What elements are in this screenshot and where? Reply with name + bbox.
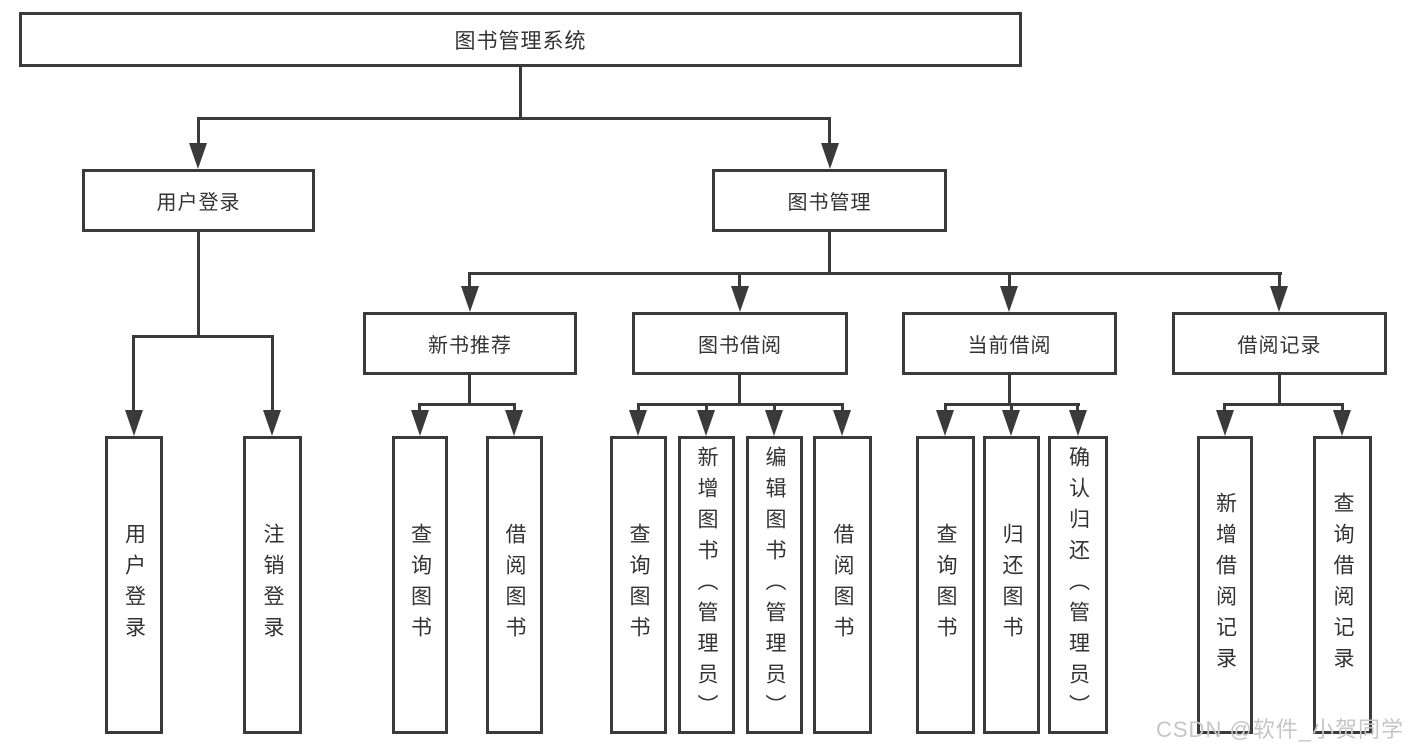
leaf-label: 查询图书 (934, 523, 957, 647)
connector-new-books-bus (418, 403, 516, 406)
connector-drop (1341, 403, 1344, 415)
leaf-user-login: 用户登录 (105, 436, 163, 734)
leaf-confirm-return-admin: 确认归还（管理员） (1048, 436, 1108, 734)
arrowhead-leaf (1216, 410, 1234, 436)
arrowhead-leaf-login (125, 410, 143, 436)
leaf-query-books-2: 查询图书 (610, 436, 667, 734)
leaf-label: 用户登录 (122, 523, 146, 647)
leaf-add-books-admin: 新增图书（管理员） (678, 436, 735, 734)
node-borrow-records-label: 借阅记录 (1237, 335, 1322, 357)
node-current-borrow: 当前借阅 (902, 312, 1117, 375)
csdn-watermark: CSDN @软件_小贺同学 (1156, 717, 1405, 742)
connector-drop (1223, 403, 1226, 415)
node-book-borrow: 图书借阅 (632, 312, 848, 375)
leaf-label: 借阅图书 (503, 523, 526, 647)
leaf-edit-books-admin: 编辑图书（管理员） (746, 436, 803, 734)
leaf-borrow-books-2: 借阅图书 (813, 436, 872, 734)
arrowhead-book-mgmt (821, 143, 839, 169)
node-book-borrow-label: 图书借阅 (698, 335, 782, 357)
connector-borrow-records-stem (1278, 375, 1281, 406)
connector-book-borrow-stem (738, 375, 741, 406)
leaf-label: 注销登录 (261, 523, 284, 647)
arrowhead-leaf (1069, 410, 1087, 436)
connector-drop-user-login (197, 117, 200, 147)
arrowhead-user-login (189, 143, 207, 169)
connector-root-bus (197, 117, 831, 120)
leaf-query-books-3: 查询图书 (916, 436, 975, 734)
arrowhead-new-books (461, 286, 479, 312)
connector-borrow-records-bus (1223, 403, 1344, 406)
connector-book-mgmt-stem (828, 232, 831, 274)
connector-current-borrow-stem (1008, 375, 1011, 406)
leaf-label: 查询借阅记录 (1331, 492, 1354, 678)
arrowhead-leaf (697, 410, 715, 436)
node-new-books: 新书推荐 (363, 312, 577, 375)
node-new-books-label: 新书推荐 (428, 335, 512, 357)
leaf-label: 确认归还（管理员） (1066, 445, 1090, 725)
node-borrow-records: 借阅记录 (1172, 312, 1387, 375)
arrowhead-leaf (833, 410, 851, 436)
leaf-query-books-1: 查询图书 (392, 436, 448, 734)
connector-drop-borrow-records (1278, 272, 1281, 288)
connector-drop (773, 403, 776, 415)
leaf-label: 新增图书（管理员） (695, 445, 718, 725)
leaf-label: 借阅图书 (831, 523, 854, 647)
connector-drop-leaf-login (132, 335, 135, 414)
arrowhead-leaf (505, 410, 523, 436)
arrowhead-current-borrow (1000, 286, 1018, 312)
leaf-borrow-books-1: 借阅图书 (486, 436, 543, 734)
connector-drop (637, 403, 640, 415)
arrowhead-leaf (411, 410, 429, 436)
leaf-add-borrow-record: 新增借阅记录 (1197, 436, 1253, 734)
arrowhead-leaf (765, 410, 783, 436)
leaf-label: 归还图书 (1000, 523, 1023, 647)
arrowhead-leaf (629, 410, 647, 436)
node-user-login: 用户登录 (82, 169, 315, 232)
arrowhead-borrow-records (1270, 286, 1288, 312)
node-current-borrow-label: 当前借阅 (967, 335, 1052, 357)
leaf-return-books: 归还图书 (983, 436, 1040, 734)
arrowhead-leaf (1002, 410, 1020, 436)
node-user-login-label: 用户登录 (156, 192, 241, 214)
arrowhead-book-borrow (731, 286, 749, 312)
arrowhead-leaf (1333, 410, 1351, 436)
node-root-label: 图书管理系统 (454, 29, 587, 53)
connector-book-borrow-bus (637, 403, 844, 406)
connector-user-login-bus (132, 335, 274, 338)
arrowhead-leaf-logout (263, 410, 281, 436)
connector-user-login-stem (197, 232, 200, 338)
node-root: 图书管理系统 (19, 12, 1022, 67)
connector-drop-new-books (468, 272, 471, 288)
connector-root-stem (519, 67, 522, 118)
leaf-label: 新增借阅记录 (1213, 492, 1237, 678)
connector-book-mgmt-bus (469, 272, 1282, 275)
connector-drop-current-borrow (1008, 272, 1011, 288)
leaf-logout: 注销登录 (243, 436, 302, 734)
node-book-mgmt: 图书管理 (712, 169, 947, 232)
leaf-label: 编辑图书（管理员） (763, 445, 786, 725)
connector-new-books-stem (468, 375, 471, 406)
connector-drop (513, 403, 516, 415)
arrowhead-leaf (936, 410, 954, 436)
leaf-label: 查询图书 (408, 523, 432, 647)
leaf-label: 查询图书 (627, 523, 650, 647)
connector-drop (418, 403, 421, 415)
connector-drop (841, 403, 844, 415)
connector-drop (1010, 403, 1013, 415)
connector-drop-book-borrow (738, 272, 741, 288)
connector-drop-leaf-logout (271, 335, 274, 414)
connector-drop (944, 403, 947, 415)
connector-drop (705, 403, 708, 415)
leaf-query-borrow-record: 查询借阅记录 (1313, 436, 1372, 734)
node-book-mgmt-label: 图书管理 (787, 192, 872, 214)
connector-drop-book-mgmt (828, 117, 831, 147)
connector-drop (1076, 403, 1079, 415)
